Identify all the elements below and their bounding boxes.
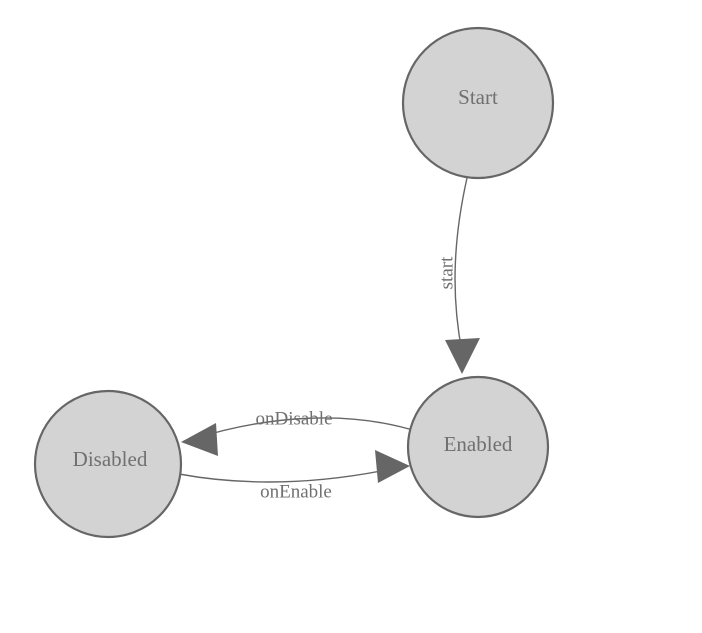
state-node-disabled-circle [33, 389, 183, 539]
state-node-disabled-label: Disabled [73, 447, 148, 471]
edge-label-on-enable: onEnable [260, 481, 332, 502]
state-node-enabled-label: Enabled [444, 432, 513, 456]
edge-start-to-enabled-arrowhead [445, 338, 480, 374]
state-node-start-label: Start [458, 85, 498, 109]
edge-enabled-to-disabled[interactable] [181, 417, 420, 456]
edge-label-on-disable: onDisable [255, 408, 332, 429]
edge-start-to-enabled[interactable] [445, 177, 480, 374]
edge-label-start: start [436, 256, 457, 289]
edge-label-group: start onDisable onEnable [255, 256, 457, 502]
state-node-enabled-circle [406, 375, 550, 519]
state-node-start[interactable]: Start [401, 26, 555, 180]
edge-disabled-to-enabled-arrowhead [375, 450, 410, 483]
state-node-start-circle [401, 26, 555, 180]
edge-disabled-to-enabled[interactable] [178, 450, 410, 483]
edge-disabled-to-enabled-path [178, 467, 397, 483]
edge-start-to-enabled-path [454, 177, 468, 353]
edge-enabled-to-disabled-path [192, 417, 420, 440]
state-node-enabled[interactable]: Enabled [406, 375, 550, 519]
state-node-disabled[interactable]: Disabled [33, 389, 183, 539]
edge-group [178, 177, 480, 483]
edge-enabled-to-disabled-arrowhead [181, 423, 218, 456]
node-group: Start Enabled Disabled [33, 26, 555, 539]
